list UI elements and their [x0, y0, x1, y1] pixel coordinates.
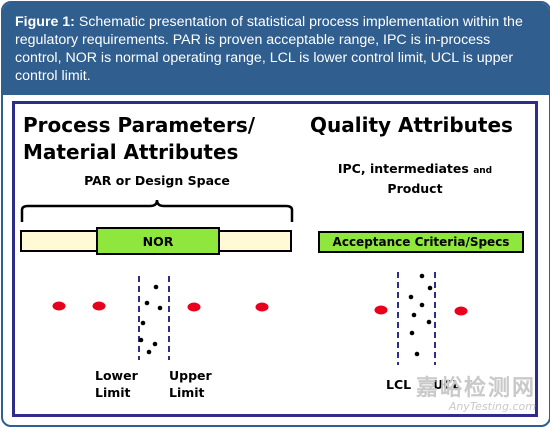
black-dot	[427, 285, 433, 291]
par-design-space-label: PAR or Design Space	[84, 173, 230, 188]
upper-limit-label: Upper Limit	[169, 367, 212, 401]
ipc-line-2: Product	[387, 181, 443, 196]
lower-limit-label: Lower Limit	[95, 367, 138, 401]
red-dot	[52, 301, 66, 311]
black-dot	[146, 349, 152, 355]
ipc-label: IPC, intermediates and Product	[315, 160, 515, 198]
figure-caption: Figure 1: Schematic presentation of stat…	[15, 13, 540, 85]
caption-lead: Figure 1:	[15, 14, 75, 30]
black-dot	[426, 319, 432, 325]
black-dot	[409, 330, 415, 336]
upper-limit-line-2: Limit	[169, 385, 205, 400]
caption-text: Schematic presentation of statistical pr…	[15, 14, 523, 84]
red-dot	[374, 305, 388, 315]
black-dot	[408, 294, 414, 300]
par-segment-left	[20, 230, 98, 252]
black-dot	[419, 302, 425, 308]
red-dot	[92, 301, 106, 311]
black-dot	[138, 337, 144, 343]
red-dot	[187, 302, 201, 312]
ipc-line-1: IPC, intermediates	[337, 161, 469, 176]
black-dot	[419, 273, 425, 279]
lower-limit-line-1: Lower	[95, 368, 138, 383]
acceptance-criteria-bar: Acceptance Criteria/Specs	[318, 231, 524, 253]
ucl-label: UCL	[433, 377, 461, 392]
black-dot	[140, 320, 146, 326]
upper-limit-line-1: Upper	[169, 368, 212, 383]
par-bracket	[20, 199, 294, 222]
black-dot	[411, 312, 417, 318]
black-dot	[157, 305, 163, 311]
quality-attributes-title: Quality Attributes	[310, 113, 513, 137]
lower-limit-line-2: Limit	[95, 385, 131, 400]
process-parameters-title: Process Parameters/ Material Attributes	[23, 112, 255, 166]
black-dot	[152, 341, 158, 347]
watermark-en: AnyTesting.com	[448, 400, 536, 413]
caption-band: Figure 1: Schematic presentation of stat…	[3, 3, 549, 95]
black-dot	[144, 300, 150, 306]
diagram-box	[12, 101, 538, 417]
black-dot	[414, 351, 420, 357]
title-line-2: Material Attributes	[23, 140, 239, 164]
red-dot	[255, 302, 269, 312]
title-line-1: Process Parameters/	[23, 113, 256, 137]
ipc-and: and	[473, 166, 493, 176]
nor-segment: NOR	[96, 227, 220, 255]
black-dot	[153, 284, 159, 290]
watermark: 嘉峪检测网 AnyTesting.com	[416, 370, 536, 413]
lcl-label: LCL	[386, 377, 412, 392]
watermark-cn: 嘉峪检测网	[415, 376, 536, 401]
red-dot	[454, 306, 468, 316]
par-segment-right	[218, 230, 292, 252]
